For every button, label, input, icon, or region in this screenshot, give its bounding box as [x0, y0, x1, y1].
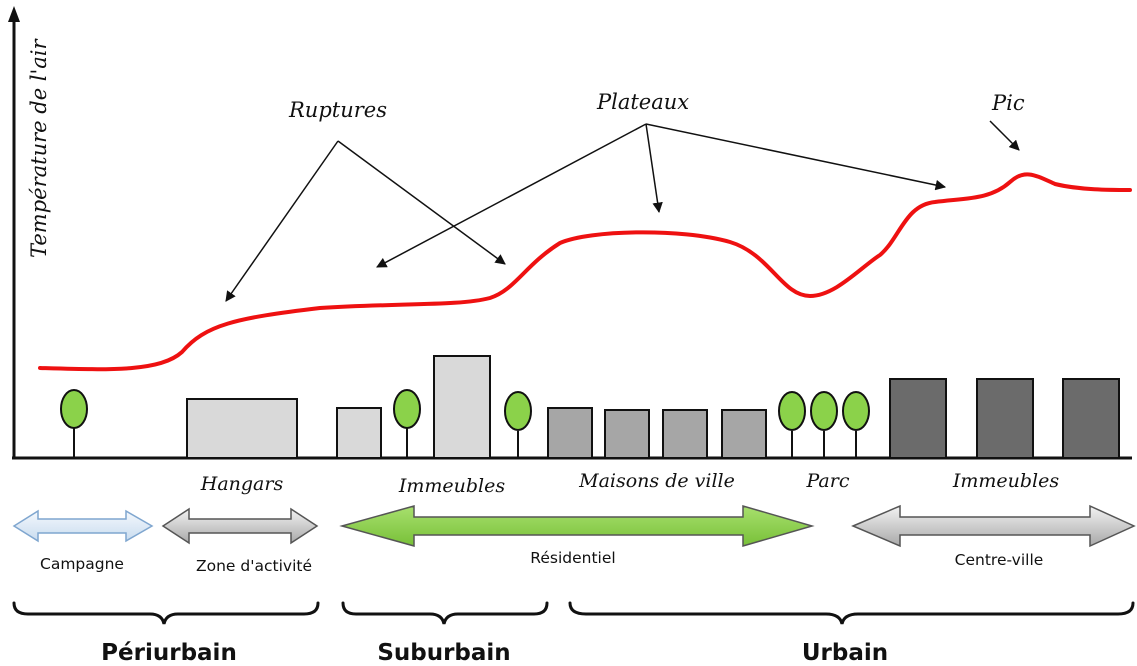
tree-parc-1	[778, 391, 806, 458]
building-hangar	[186, 398, 298, 459]
annotation-pic: Pic	[991, 91, 1025, 115]
brace-suburbain	[341, 601, 549, 625]
ruptures-arrow-right	[337, 140, 506, 265]
building-maison-1	[547, 407, 593, 459]
arrow-campagne	[12, 509, 154, 543]
arrow-centre-ville	[851, 504, 1136, 548]
zone-urbain: Urbain	[802, 640, 888, 666]
y-axis-arrowhead	[8, 6, 20, 22]
label-hangars: Hangars	[200, 473, 284, 495]
y-axis-label: Température de l'air	[27, 37, 51, 258]
label-zone-activite: Zone d'activité	[196, 557, 312, 575]
plateaux-arrow-middle	[645, 123, 663, 214]
brace-urbain	[568, 601, 1135, 625]
brace-periurbain	[12, 601, 320, 625]
building-immeuble-small	[336, 407, 382, 459]
label-maisons-de-ville: Maisons de ville	[578, 470, 735, 492]
label-residentiel: Résidentiel	[530, 549, 615, 567]
plateaux-arrow-left	[376, 123, 647, 268]
tree-campagne	[60, 389, 88, 458]
tree-suburban-2	[504, 391, 532, 458]
building-centre-1	[889, 378, 947, 459]
label-immeubles-2: Immeubles	[952, 470, 1060, 492]
tree-parc-2	[810, 391, 838, 458]
arrow-residentiel	[339, 505, 815, 547]
building-centre-2	[976, 378, 1034, 459]
tree-suburban-1	[393, 389, 421, 458]
arrow-zone-activite	[161, 507, 319, 545]
label-parc: Parc	[806, 470, 850, 492]
building-maison-4	[721, 409, 767, 459]
zone-suburbain: Suburbain	[377, 640, 510, 666]
label-centre-ville: Centre-ville	[955, 551, 1044, 569]
tree-parc-3	[842, 391, 870, 458]
building-immeuble-tall	[433, 355, 491, 459]
label-campagne: Campagne	[40, 555, 124, 573]
annotation-ruptures: Ruptures	[288, 98, 387, 122]
pic-arrow	[989, 120, 1020, 151]
annotation-plateaux: Plateaux	[596, 90, 689, 114]
zone-periurbain: Périurbain	[101, 640, 237, 666]
plateaux-arrow-right	[645, 123, 947, 191]
building-maison-2	[604, 409, 650, 459]
label-immeubles-1: Immeubles	[398, 475, 506, 497]
temperature-curve	[38, 172, 1132, 372]
building-centre-3	[1062, 378, 1120, 459]
building-maison-3	[662, 409, 708, 459]
ruptures-arrow-left	[225, 140, 339, 302]
